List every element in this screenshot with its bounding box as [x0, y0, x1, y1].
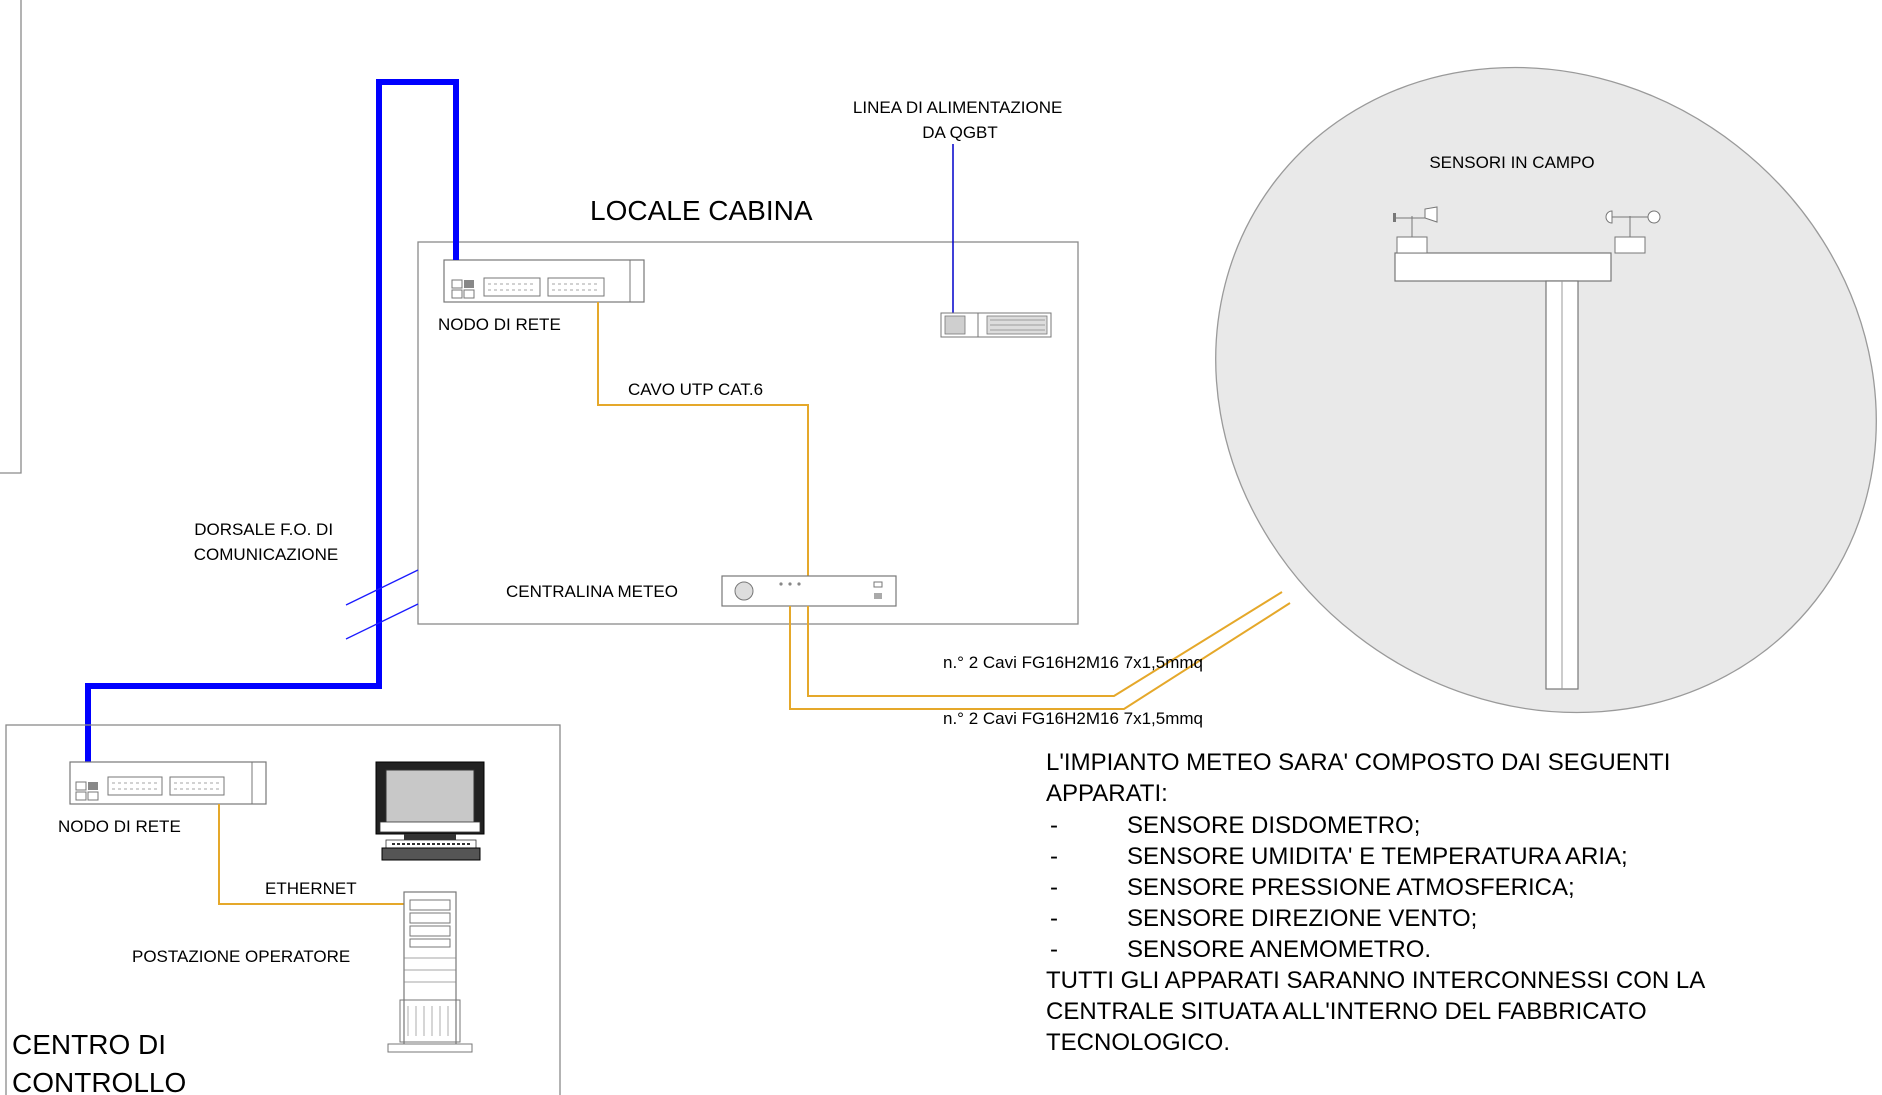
- centralina-meteo-label: CENTRALINA METEO: [506, 582, 678, 601]
- cavi-label-2: n.° 2 Cavi FG16H2M16 7x1,5mmq: [943, 709, 1203, 728]
- dorsale-label: DORSALE F.O. DI COMUNICAZIONE: [194, 520, 339, 564]
- workstation-icon: [375, 761, 485, 1053]
- sensori-in-campo-label: SENSORI IN CAMPO: [1429, 153, 1594, 172]
- cavi-label-1: n.° 2 Cavi FG16H2M16 7x1,5mmq: [943, 653, 1203, 672]
- break-hatch-1: [345, 569, 419, 606]
- fiber-backbone: [85, 79, 459, 772]
- sensor-field-area: [1215, 66, 1877, 714]
- centro-controllo-room: [5, 724, 561, 1095]
- ethernet-label: ETHERNET: [265, 879, 357, 898]
- switch-icon-controllo: [69, 761, 267, 805]
- field-cable-2: [789, 602, 1291, 710]
- field-cable-1: [807, 591, 1283, 697]
- notes-intro: L'IMPIANTO METEO SARA' COMPOSTO DAI SEGU…: [1046, 749, 1677, 807]
- linea-alimentazione-label: LINEA DI ALIMENTAZIONE DA QGBT: [853, 98, 1067, 142]
- notes-bullets: - - - - -: [1050, 812, 1065, 963]
- weather-mast-icon: [1393, 206, 1661, 690]
- locale-cabina-room: [417, 241, 1079, 625]
- nodo-rete-cabina-label: NODO DI RETE: [438, 315, 561, 334]
- nodo-rete-controllo-label: NODO DI RETE: [58, 817, 181, 836]
- centralina-meteo-icon: [721, 575, 897, 607]
- left-frame-edge: [0, 0, 22, 474]
- notes-outro: TUTTI GLI APPARATI SARANNO INTERCONNESSI…: [1046, 967, 1711, 1056]
- utp-cable: [597, 302, 809, 576]
- notes-items: SENSORE DISDOMETRO; SENSORE UMIDITA' E T…: [1127, 812, 1634, 963]
- switch-icon-cabina: [443, 259, 645, 303]
- centro-controllo-title: CENTRO DI CONTROLLO: [12, 1029, 186, 1095]
- postazione-operatore-label: POSTAZIONE OPERATORE: [132, 947, 350, 966]
- equipment-notes: L'IMPIANTO METEO SARA' COMPOSTO DAI SEGU…: [1046, 749, 1711, 1056]
- cavo-utp-label: CAVO UTP CAT.6: [628, 380, 763, 399]
- power-terminal-block-icon: [940, 312, 1052, 338]
- break-hatch-2: [345, 603, 419, 640]
- locale-cabina-title: LOCALE CABINA: [590, 195, 813, 226]
